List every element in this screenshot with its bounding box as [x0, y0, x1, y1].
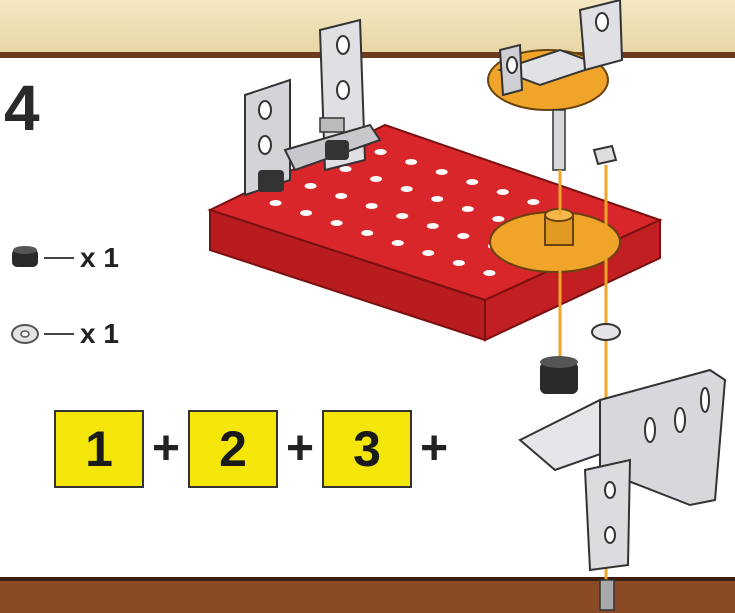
washer-icon — [8, 321, 42, 347]
plate-hole — [492, 216, 504, 222]
plus-sign: + — [286, 425, 314, 473]
rubber-spacer-icon — [8, 245, 42, 271]
plate-hole — [436, 169, 448, 175]
plate-hole — [466, 179, 478, 185]
plate-hole — [527, 199, 539, 205]
plate-hole — [335, 193, 347, 199]
plate-hole — [431, 196, 443, 202]
plate-hole — [405, 159, 417, 165]
plate-hole — [422, 250, 434, 256]
plate-hole — [401, 186, 413, 192]
plate-hole — [370, 176, 382, 182]
plate-hole — [375, 149, 387, 155]
plate-hole — [392, 240, 404, 246]
plate-hole — [361, 230, 373, 236]
washer-part — [592, 324, 620, 340]
bolt-part — [600, 580, 614, 610]
part-quantity: x 1 — [80, 242, 119, 274]
plate-hole — [300, 210, 312, 216]
plate-hole — [462, 206, 474, 212]
part-quantity: x 1 — [80, 318, 119, 350]
plate-hole — [497, 189, 509, 195]
rubber-spacer-part — [540, 356, 578, 394]
plate-hole — [396, 213, 408, 219]
plate-hole — [331, 220, 343, 226]
plus-sign: + — [152, 425, 180, 473]
plate-hole — [453, 260, 465, 266]
plate-hole — [270, 200, 282, 206]
plate-hole — [483, 270, 495, 276]
step-sequence: 1 + 2 + 3 + — [54, 410, 456, 488]
part-row-washer: x 1 — [8, 318, 119, 350]
sequence-box-1: 1 — [54, 410, 144, 488]
lower-bracket — [520, 370, 725, 570]
plate-hole — [305, 183, 317, 189]
part-row-spacer: x 1 — [8, 242, 119, 274]
plate-hole — [457, 233, 469, 239]
top-disc-assembly — [488, 0, 622, 170]
sequence-box-3: 3 — [322, 410, 412, 488]
sequence-box-2: 2 — [188, 410, 278, 488]
part-connector-line — [44, 257, 74, 259]
plate-hole — [427, 223, 439, 229]
plate-hole — [366, 203, 378, 209]
part-connector-line — [44, 333, 74, 335]
nut-icon — [594, 146, 616, 164]
plus-sign: + — [420, 425, 448, 473]
